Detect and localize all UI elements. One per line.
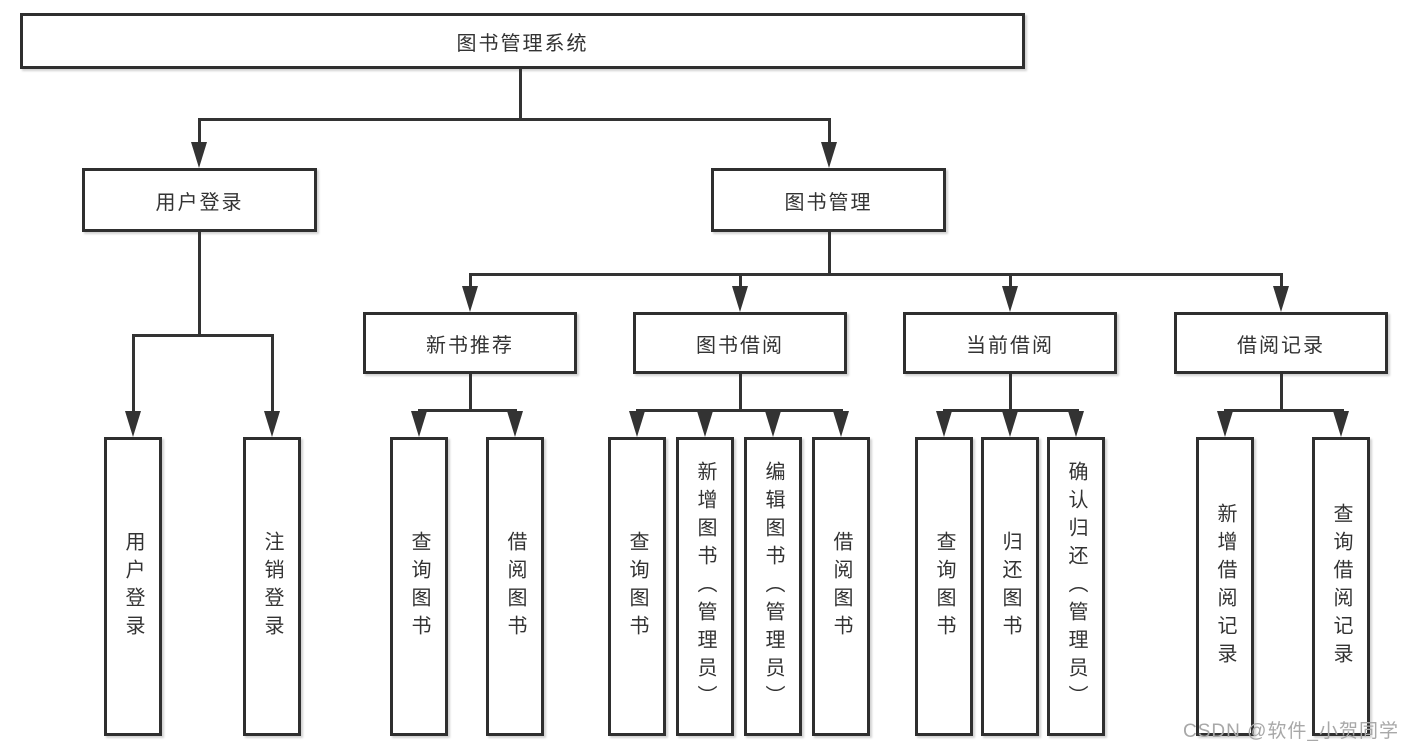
leaf-label: 查询图书: [408, 530, 430, 643]
arrowhead-icon: [264, 411, 280, 437]
node-book-management: 图书管理: [711, 168, 946, 232]
connector-book-mgmt-stem: [828, 232, 831, 276]
leaf-edit-book-admin: 编辑图书（管理员）: [744, 437, 802, 736]
leaf-label: 编辑图书（管理员）: [762, 460, 784, 713]
connector-book-mgmt-bus: [469, 273, 1283, 276]
connector-book-borrow-stem: [739, 374, 742, 412]
leaf-borrow-book-recommend: 借阅图书: [486, 437, 544, 736]
leaf-label: 查询图书: [933, 530, 955, 643]
leaf-label: 用户登录: [122, 530, 144, 643]
leaf-label: 借阅图书: [830, 530, 852, 643]
connector-user-login-bus: [132, 334, 274, 337]
leaf-query-book-current: 查询图书: [915, 437, 973, 736]
node-new-book-recommend: 新书推荐: [363, 312, 577, 374]
arrowhead-icon: [125, 411, 141, 437]
node-borrow-record: 借阅记录: [1174, 312, 1388, 374]
leaf-confirm-return-admin: 确认归还（管理员）: [1047, 437, 1105, 736]
node-current-borrow: 当前借阅: [903, 312, 1117, 374]
leaf-user-login: 用户登录: [104, 437, 162, 736]
csdn-watermark: CSDN @软件_小贺同学: [1183, 721, 1399, 742]
arrowhead-icon: [697, 411, 713, 437]
arrowhead-icon: [765, 411, 781, 437]
connector-current-borrow-bus: [943, 409, 1079, 412]
connector-new-book-rec-bus: [418, 409, 517, 412]
leaf-query-book-recommend: 查询图书: [390, 437, 448, 736]
arrowhead-icon: [629, 411, 645, 437]
arrowhead-icon: [1333, 411, 1349, 437]
connector-drop: [828, 121, 831, 144]
arrowhead-icon: [507, 411, 523, 437]
leaf-add-borrow-record: 新增借阅记录: [1196, 437, 1254, 736]
leaf-label: 查询图书: [626, 530, 648, 643]
leaf-label: 归还图书: [999, 530, 1021, 643]
leaf-label: 查询借阅记录: [1330, 502, 1352, 671]
leaf-query-borrow-record: 查询借阅记录: [1312, 437, 1370, 736]
arrowhead-icon: [1068, 411, 1084, 437]
leaf-label: 借阅图书: [504, 530, 526, 643]
connector-drop: [1009, 276, 1012, 288]
arrowhead-icon: [411, 411, 427, 437]
node-user-login: 用户登录: [82, 168, 317, 232]
node-book-borrow: 图书借阅: [633, 312, 847, 374]
arrowhead-icon: [1217, 411, 1233, 437]
arrowhead-icon: [462, 286, 478, 312]
connector-book-borrow-bus: [636, 409, 843, 412]
leaf-logout: 注销登录: [243, 437, 301, 736]
connector-borrow-record-stem: [1280, 374, 1283, 412]
arrowhead-icon: [1002, 286, 1018, 312]
leaf-borrow-book: 借阅图书: [812, 437, 870, 736]
connector-drop: [1280, 276, 1283, 288]
arrowhead-icon: [1002, 411, 1018, 437]
connector-current-borrow-stem: [1009, 374, 1012, 412]
leaf-add-book-admin: 新增图书（管理员）: [676, 437, 734, 736]
arrowhead-icon: [936, 411, 952, 437]
arrowhead-icon: [1273, 286, 1289, 312]
connector-drop: [198, 121, 201, 144]
node-root: 图书管理系统: [20, 13, 1025, 69]
leaf-label: 新增借阅记录: [1214, 502, 1236, 671]
leaf-label: 注销登录: [261, 530, 283, 643]
connector-borrow-record-bus: [1224, 409, 1344, 412]
connector-drop: [469, 276, 472, 288]
connector-drop: [271, 337, 274, 411]
connector-new-book-rec-stem: [469, 374, 472, 412]
arrowhead-icon: [821, 142, 837, 168]
connector-drop: [132, 337, 135, 411]
arrowhead-icon: [732, 286, 748, 312]
connector-drop: [739, 276, 742, 288]
leaf-label: 新增图书（管理员）: [694, 460, 716, 713]
leaf-return-book: 归还图书: [981, 437, 1039, 736]
connector-root-bus: [198, 118, 831, 121]
arrowhead-icon: [191, 142, 207, 168]
leaf-label: 确认归还（管理员）: [1065, 460, 1087, 713]
connector-root-stem: [519, 68, 522, 121]
leaf-query-book-borrow: 查询图书: [608, 437, 666, 736]
arrowhead-icon: [833, 411, 849, 437]
connector-user-login-stem: [198, 232, 201, 337]
